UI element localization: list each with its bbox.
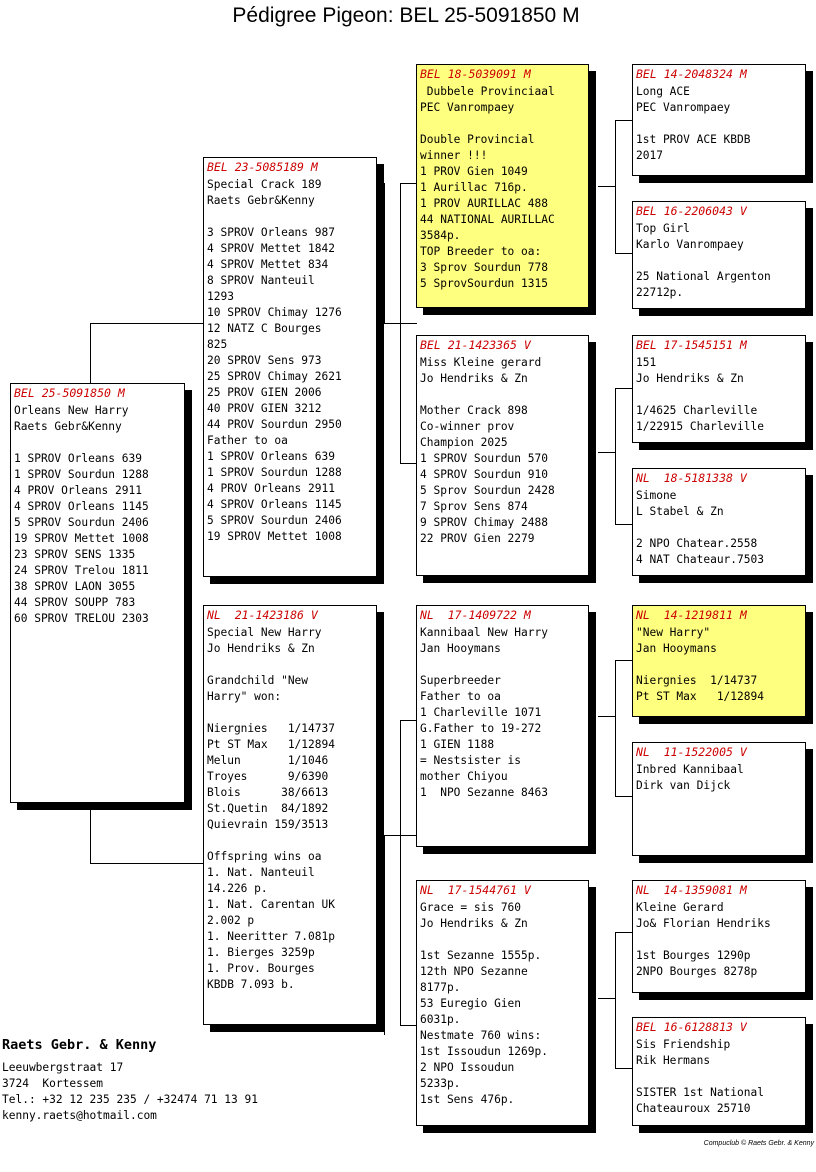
connector-line [615, 120, 616, 253]
connector-line [400, 720, 417, 721]
pigeon-details: Special New Harry Jo Hendriks & Zn Grand… [207, 626, 335, 991]
connector-line [90, 863, 204, 864]
ring-number: NL 17-1544761 V [420, 883, 531, 897]
pigeon-card-mmm: BEL 16-6128813 V Sis Friendship Rik Herm… [632, 1017, 806, 1126]
connector-line [400, 183, 417, 184]
page-title: Pédigree Pigeon: BEL 25-5091850 M [232, 4, 580, 27]
pigeon-details: Kannibaal New Harry Jan Hooymans Superbr… [420, 626, 548, 799]
connector-line [400, 720, 401, 1025]
pigeon-card-father-father: BEL 18-5039091 M Dubbele Provinciaal PEC… [416, 64, 589, 308]
connector-line [384, 183, 385, 323]
ring-number: BEL 23-5085189 M [207, 160, 318, 174]
pigeon-card-mother: NL 21-1423186 V Special New Harry Jo Hen… [203, 605, 377, 1025]
connector-line [615, 660, 633, 661]
connector-line [615, 388, 633, 389]
owner-street: Leeuwbergstraat 17 [2, 1061, 124, 1074]
pigeon-card-mother-mother: NL 17-1544761 V Grace = sis 760 Jo Hendr… [416, 880, 589, 1126]
connector-line [400, 463, 417, 464]
connector-line [615, 524, 633, 525]
connector-line [90, 808, 91, 863]
connector-line [598, 452, 615, 453]
pigeon-details: Top Girl Karlo Vanrompaey 25 National Ar… [636, 222, 771, 299]
connector-line [615, 660, 616, 796]
ring-number: BEL 25-5091850 M [14, 386, 125, 400]
ring-number: NL 14-1219811 M [636, 608, 747, 622]
connector-line [384, 835, 385, 1035]
pigeon-details: Grace = sis 760 Jo Hendriks & Zn 1st Sez… [420, 901, 548, 1106]
ring-number: NL 21-1423186 V [207, 608, 318, 622]
pigeon-card-fmm: NL 18-5181338 V Simone L Stabel & Zn 2 N… [632, 468, 806, 576]
ring-number: BEL 17-1545151 M [636, 338, 747, 352]
ring-number: BEL 18-5039091 M [420, 67, 531, 81]
connector-line [615, 253, 633, 254]
connector-line [598, 716, 615, 717]
pigeon-details: Miss Kleine gerard Jo Hendriks & Zn Moth… [420, 356, 555, 545]
pigeon-card-father-mother: BEL 21-1423365 V Miss Kleine gerard Jo H… [416, 335, 589, 576]
pigeon-details: "New Harry" Jan Hooymans Niergnies 1/147… [636, 626, 764, 703]
connector-line [598, 998, 615, 999]
pigeon-details: Orleans New Harry Raets Gebr&Kenny 1 SPR… [14, 404, 149, 625]
connector-line [90, 323, 91, 385]
owner-name: Raets Gebr. & Kenny [2, 1037, 157, 1053]
owner-phone: Tel.: +32 12 235 235 / +32474 71 13 91 [2, 1093, 258, 1106]
connector-line [615, 932, 616, 1068]
pigeon-details: Inbred Kannibaal Dirk van Dijck [636, 763, 744, 792]
pigeon-card-mff: NL 14-1219811 M "New Harry" Jan Hooymans… [632, 605, 806, 717]
connector-line [615, 1068, 633, 1069]
pigeon-details: 151 Jo Hendriks & Zn 1/4625 Charleville … [636, 356, 764, 433]
owner-info: Raets Gebr. & Kenny Leeuwbergstraat 17 3… [2, 1036, 258, 1124]
ring-number: NL 11-1522005 V [636, 745, 747, 759]
ring-number: BEL 21-1423365 V [420, 338, 531, 352]
pigeon-card-fmf: BEL 17-1545151 M 151 Jo Hendriks & Zn 1/… [632, 335, 806, 443]
pigeon-card-ffm: BEL 16-2206043 V Top Girl Karlo Vanrompa… [632, 201, 806, 309]
pigeon-details: Dubbele Provinciaal PEC Vanrompaey Doubl… [420, 85, 555, 290]
pigeon-card-mmf: NL 14-1359081 M Kleine Gerard Jo& Floria… [632, 880, 806, 993]
pigeon-card-main: BEL 25-5091850 M Orleans New Harry Raets… [10, 383, 185, 803]
owner-email: kenny.raets@hotmail.com [2, 1109, 157, 1122]
pigeon-details: Kleine Gerard Jo& Florian Hendriks 1st B… [636, 901, 771, 978]
pigeon-details: Special Crack 189 Raets Gebr&Kenny 3 SPR… [207, 178, 342, 543]
connector-line [615, 932, 633, 933]
connector-line [598, 186, 615, 187]
connector-line [90, 323, 204, 324]
ring-number: BEL 16-2206043 V [636, 204, 747, 218]
ring-number: NL 18-5181338 V [636, 471, 747, 485]
pigeon-details: Long ACE PEC Vanrompaey 1st PROV ACE KBD… [636, 85, 751, 162]
ring-number: NL 17-1409722 M [420, 608, 531, 622]
ring-number: BEL 16-6128813 V [636, 1020, 747, 1034]
connector-line [400, 1025, 417, 1026]
connector-line [615, 388, 616, 524]
pigeon-card-mfm: NL 11-1522005 V Inbred Kannibaal Dirk va… [632, 742, 806, 856]
pigeon-card-father: BEL 23-5085189 M Special Crack 189 Raets… [203, 157, 377, 577]
ring-number: NL 14-1359081 M [636, 883, 747, 897]
connector-line [400, 183, 401, 463]
footer-credit: Compuclub © Raets Gebr. & Kenny [703, 1140, 814, 1147]
pigeon-card-mother-father: NL 17-1409722 M Kannibaal New Harry Jan … [416, 605, 589, 847]
pigeon-details: Sis Friendship Rik Hermans SISTER 1st Na… [636, 1038, 764, 1115]
connector-line [615, 796, 633, 797]
owner-city: 3724 Kortessem [2, 1077, 104, 1090]
connector-line [615, 120, 633, 121]
ring-number: BEL 14-2048324 M [636, 67, 747, 81]
pigeon-details: Simone L Stabel & Zn 2 NPO Chatear.2558 … [636, 489, 764, 566]
pigeon-card-fff: BEL 14-2048324 M Long ACE PEC Vanrompaey… [632, 64, 806, 176]
